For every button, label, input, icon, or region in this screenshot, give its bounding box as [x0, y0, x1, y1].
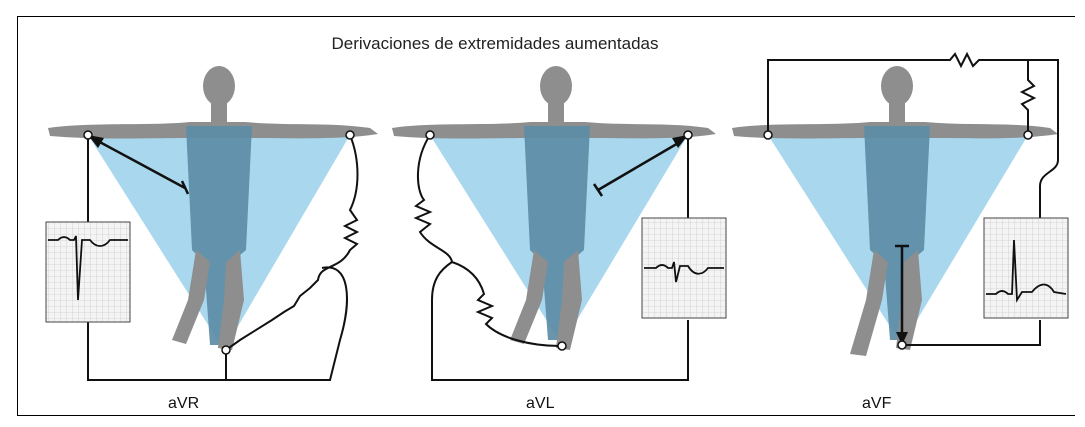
lead-label-avf: aVF — [862, 395, 892, 412]
figure-title: Derivaciones de extremidades aumentadas — [331, 34, 659, 53]
avf-electrode-foot — [897, 340, 907, 350]
avl-body-torso — [524, 126, 590, 340]
avf-wire-loop — [767, 51, 1059, 346]
avr-body-head — [203, 66, 235, 106]
avr-ecg-trace — [48, 235, 128, 301]
avf-body-head — [881, 66, 913, 106]
avr-body-leg-right — [218, 250, 244, 350]
avf-ecg-strip — [983, 217, 1069, 319]
avf-panel — [732, 51, 1069, 356]
avl-panel — [392, 66, 727, 381]
avf-electrode-left-arm — [1023, 130, 1033, 140]
avl-ecg-trace — [644, 261, 724, 283]
avr-ecg-strip — [45, 221, 131, 323]
avl-electrode-foot — [557, 341, 567, 351]
avr-electrode-left-arm — [345, 130, 355, 140]
avl-vector-arrow — [597, 140, 681, 192]
avl-electrode-left-arm — [683, 130, 693, 140]
avr-electrode-right-arm — [83, 130, 93, 140]
avr-wire-left-arm — [87, 135, 227, 381]
figure-frame — [17, 16, 1075, 416]
avf-body-leg-left — [850, 250, 888, 356]
avr-vector-arrow — [95, 138, 186, 190]
avf-electrode-right-arm — [763, 130, 773, 140]
avr-body-leg-left — [172, 250, 210, 344]
avl-wire-right-arm — [413, 134, 689, 381]
avf-body-torso — [864, 126, 930, 340]
avr-panel — [45, 66, 378, 381]
avl-body-head — [540, 66, 572, 106]
avr-body-torso — [186, 126, 252, 345]
avr-electrode-foot — [221, 345, 231, 355]
lead-label-avr: aVR — [168, 395, 200, 412]
lead-label-avl: aVL — [526, 395, 555, 412]
avf-ecg-trace — [986, 239, 1067, 303]
avl-body-leg-left — [510, 250, 548, 344]
avl-body-leg-right — [556, 250, 582, 350]
avr-wire-right-arm — [225, 134, 360, 351]
avl-electrode-right-arm — [425, 130, 435, 140]
